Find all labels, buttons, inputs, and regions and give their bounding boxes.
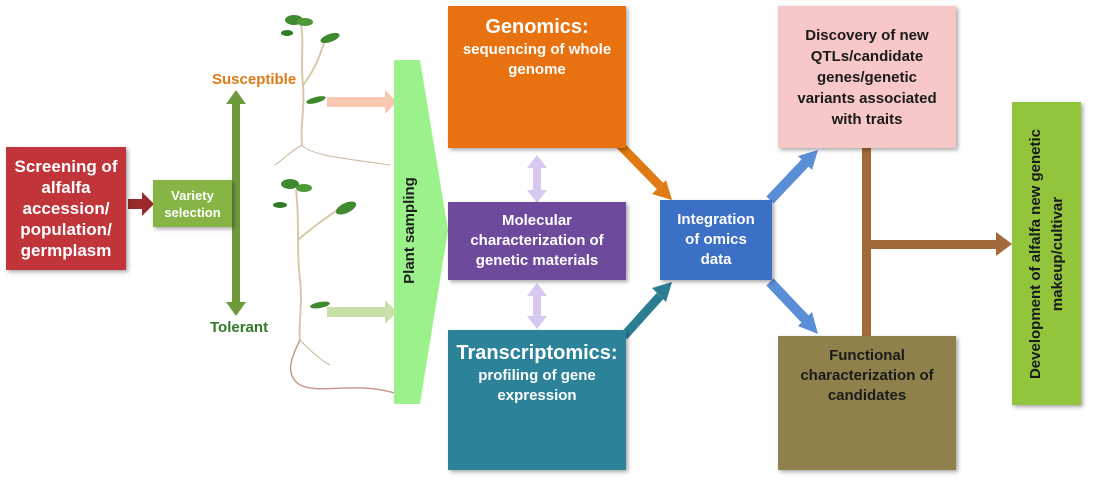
screening-text: Screening of alfalfa accession/ populati… [14,157,118,260]
plant-sampling-text: Plant sampling [400,176,418,284]
genomics-title: Genomics: [485,16,589,38]
molecular-box: Molecular characterization of genetic ma… [448,202,626,280]
discovery-box: Discovery of new QTLs/candidate genes/ge… [778,6,956,148]
plant-sampling-shape [394,60,448,404]
arrow-transcriptomics-to-integration [620,282,672,340]
functional-text: Functional characterization of candidate… [800,347,934,404]
arrow-susceptible-to-sampling [327,90,397,114]
arrow-genomics-to-integration [616,141,672,200]
discovery-text: Discovery of new QTLs/candidate genes/ge… [797,26,937,128]
arrow-genomics-molecular [527,155,547,203]
arrow-integration-to-functional [766,278,818,334]
screening-box: Screening of alfalfa accession/ populati… [6,147,126,270]
development-text: Development of alfalfa new genetic makeu… [1025,104,1069,404]
arrow-screening-to-variety [128,192,154,216]
integration-text: Integration of omics data [677,211,755,268]
double-arrow-susceptible-tolerant [226,90,246,316]
arrow-integration-to-discovery [766,150,818,204]
development-line1: Development of alfalfa new genetic [1026,128,1044,379]
tolerant-label: Tolerant [210,319,269,336]
arrow-molecular-transcriptomics [527,283,547,329]
arrow-tolerant-to-sampling [327,300,397,324]
genomics-box: Genomics: sequencing of whole genome [448,6,626,148]
functional-box: Functional characterization of candidate… [778,336,956,470]
susceptible-seedling [274,15,391,166]
transcriptomics-title: Transcriptomics: [456,342,618,364]
arrow-to-development [862,146,1012,340]
development-box: Development of alfalfa new genetic makeu… [1012,102,1081,405]
transcriptomics-body: profiling of gene expression [478,367,596,404]
plant-sampling-label-wrap: Plant sampling [394,150,424,310]
tolerant-seedling [273,179,401,396]
susceptible-label: Susceptible [212,71,297,88]
variety-selection-box: Variety selection [153,180,232,227]
development-line2: makeup/cultivar [1048,196,1066,311]
genomics-body: sequencing of whole genome [462,41,612,78]
transcriptomics-box: Transcriptomics: profiling of gene expre… [448,330,626,470]
variety-selection-text: Variety selection [164,187,221,220]
integration-box: Integration of omics data [660,200,772,280]
molecular-text: Molecular characterization of genetic ma… [470,212,604,269]
